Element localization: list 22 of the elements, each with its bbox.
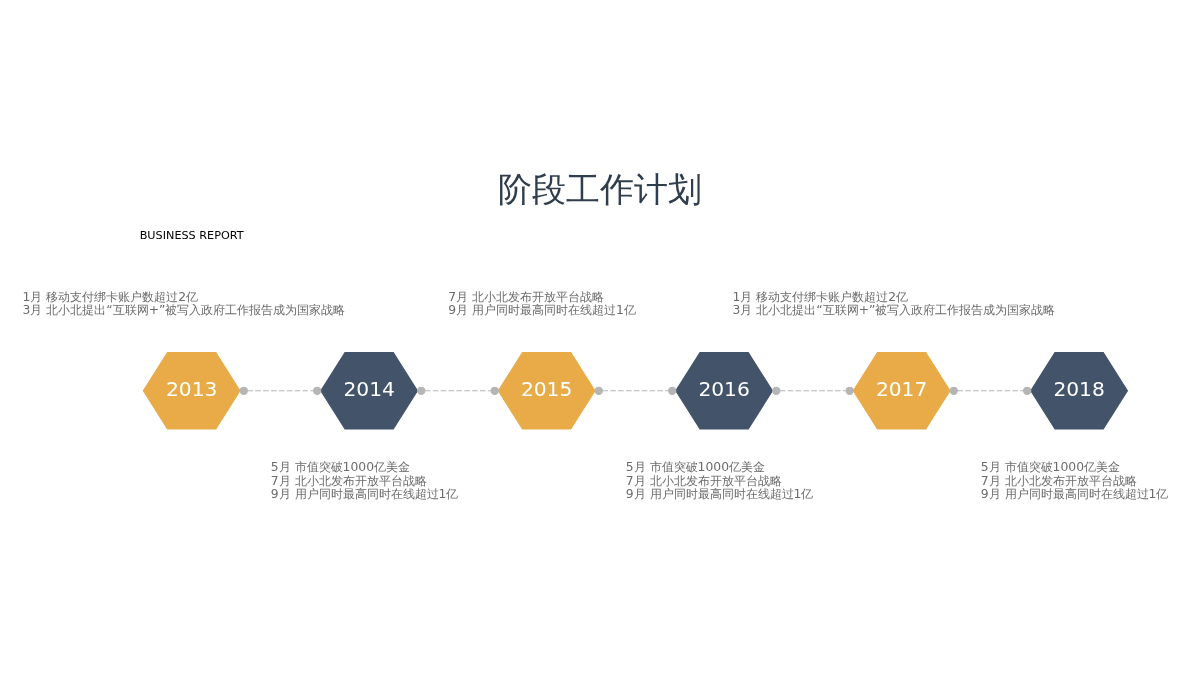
label: BUSINESS REPORT bbox=[139, 228, 244, 242]
node-label: 5月 市值突破1000亿美金 bbox=[625, 460, 766, 475]
node-label: 9月 用户同时最高同时在线超过1亿 bbox=[980, 487, 1169, 502]
connector bbox=[239, 386, 322, 395]
node-label: 1月 移动支付绑卡账户数超过2亿 bbox=[22, 289, 199, 304]
node-label: 7月 北小北发布开放平台战略 bbox=[980, 473, 1137, 488]
connector bbox=[949, 386, 1032, 395]
node-label: 9月 用户同时最高同时在线超过1亿 bbox=[625, 487, 814, 502]
node-label: 7月 北小北发布开放平台战略 bbox=[448, 289, 605, 304]
connector bbox=[417, 386, 499, 395]
node-label: 5月 市值突破1000亿美金 bbox=[980, 460, 1121, 475]
node-label: 9月 用户同时最高同时在线超过1亿 bbox=[448, 303, 636, 318]
node-label: 3月 北小北提出“互联网+”被写入政府工作报告成为国家战略 bbox=[22, 303, 346, 318]
connector bbox=[594, 386, 677, 395]
node-label: 1月 移动支付绑卡账户数超过2亿 bbox=[732, 289, 909, 304]
connector bbox=[772, 386, 854, 395]
node-label: 9月 用户同时最高同时在线超过1亿 bbox=[270, 487, 459, 502]
node-label: 5月 市值突破1000亿美金 bbox=[270, 460, 411, 475]
diagram-title: 阶段工作计划 bbox=[498, 169, 702, 209]
node-label: 7月 北小北发布开放平台战略 bbox=[625, 473, 782, 488]
node-label: 3月 北小北提出“互联网+”被写入政府工作报告成为国家战略 bbox=[732, 303, 1056, 318]
node-label: 7月 北小北发布开放平台战略 bbox=[270, 473, 427, 488]
